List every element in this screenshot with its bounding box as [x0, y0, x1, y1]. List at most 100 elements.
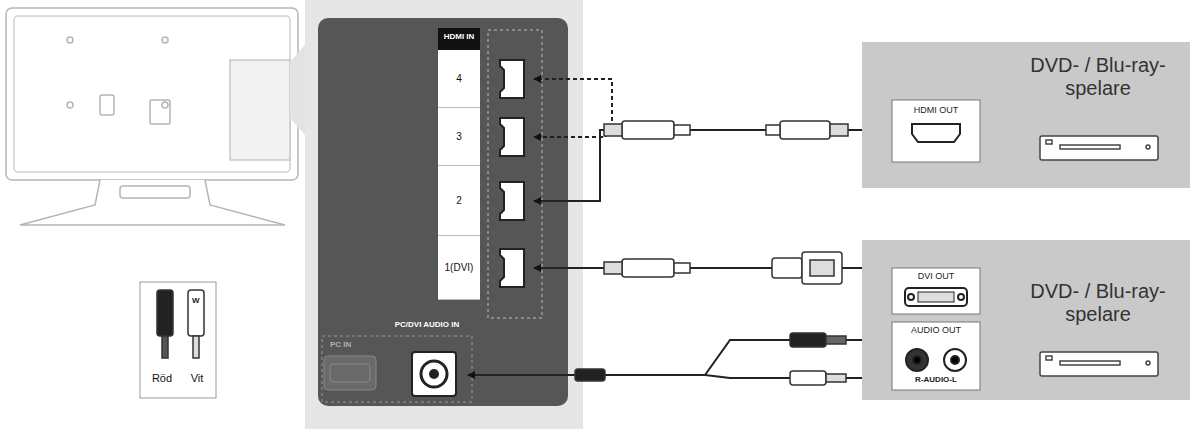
audio-input: PC/DVI AUDIO IN [385, 316, 468, 400]
rca-plug [790, 333, 826, 347]
connector-panel [438, 28, 480, 300]
legend-plug [162, 336, 168, 358]
connector-label: HDMI OUT [894, 105, 978, 115]
tv-back-outline [14, 16, 290, 172]
player-box: HDMI OUT DVD- / Blu-ray-spelare [862, 42, 1190, 188]
hdmi-plug [780, 121, 830, 139]
port-column: HDMI IN 4321(DVI) [438, 28, 534, 300]
rca-plug [575, 333, 846, 385]
dvi-plug [802, 252, 842, 284]
connector-panel [421, 361, 447, 387]
connector-label: DVD- / Blu-ray-spelare [1010, 280, 1186, 326]
connector-label: PC/DVI AUDIO IN [391, 320, 463, 329]
tv-back-outline [6, 8, 298, 180]
port-header: HDMI IN [438, 32, 480, 41]
connector-panel [318, 18, 568, 406]
hdmi-plug [830, 124, 848, 136]
plug-letter: W [192, 297, 200, 306]
legend-plug [193, 336, 199, 358]
tv-back-outline [20, 180, 285, 225]
player-icon [1146, 145, 1150, 149]
hdmi-plug [604, 262, 622, 274]
player-icon [1040, 136, 1158, 160]
connector-label: DVD- / Blu-ray-spelare [1010, 54, 1186, 100]
player-panel [862, 240, 1190, 400]
connector-panel [412, 352, 456, 396]
player-icon [1060, 145, 1120, 149]
player-panel [892, 268, 980, 314]
legend-text: Vit [180, 372, 214, 384]
tv-back-outline [67, 37, 73, 43]
connector-label: R-AUDIO-L [894, 375, 978, 384]
player-icon [1040, 136, 1158, 376]
tv-back-outline [162, 37, 168, 43]
hdmi-plug [766, 125, 780, 135]
connector-panel [488, 30, 542, 318]
tv-back-outline [150, 100, 170, 124]
player-panel [862, 42, 1190, 400]
device-port [958, 294, 964, 300]
player-icon [1060, 361, 1120, 365]
device-port [918, 292, 954, 302]
connector-panel [438, 28, 480, 50]
legend-box [140, 282, 216, 398]
tv-back-outline [67, 102, 73, 108]
device-port [908, 294, 914, 300]
player-panel [892, 100, 980, 162]
tv-back-outline [230, 60, 290, 160]
legend-plug [157, 290, 204, 358]
hdmi-plug [622, 121, 674, 139]
hdmi-port [500, 60, 524, 287]
rca-plug [575, 369, 605, 381]
hdmi-port-cell: 2 [438, 166, 534, 236]
port-number: 2 [438, 166, 480, 236]
connector-panel [305, 0, 583, 429]
dvi-plug [772, 252, 842, 284]
tv-back-outline [100, 95, 114, 115]
player-icon [1040, 352, 1158, 376]
player-icon [1146, 361, 1150, 365]
legend-text: Röd [145, 372, 179, 384]
connector-label: AUDIO OUT [894, 325, 978, 335]
dvi-plug [810, 260, 834, 276]
device-port [912, 124, 960, 142]
connector-panel [429, 369, 439, 379]
device-port [944, 349, 966, 371]
player-icon [1046, 140, 1052, 144]
rca-plug [826, 336, 846, 344]
device-port [906, 349, 928, 371]
connector-panel [324, 356, 376, 390]
legend-plug [188, 290, 204, 336]
hdmi-port [500, 60, 524, 98]
legend-box [140, 282, 216, 398]
dvi-plug [772, 258, 802, 278]
port-number: 4 [438, 50, 480, 108]
connector-panel [322, 336, 472, 402]
cable [534, 130, 862, 201]
player-icon [1046, 356, 1052, 360]
tv-back-outline [6, 8, 298, 225]
port-number: 3 [438, 108, 480, 166]
connector-panel [330, 364, 370, 382]
player-panel [892, 322, 980, 390]
player-box: DVI OUTAUDIO OUTR-AUDIO-LDVD- / Blu-ray-… [862, 240, 1190, 400]
device-port [951, 356, 959, 364]
hdmi-port-cell: 3 [438, 108, 534, 166]
hdmi-plug [622, 259, 674, 277]
rca-plug [826, 374, 846, 382]
connector-panel [305, 0, 583, 429]
port-label: PC IN [330, 341, 351, 350]
player-panel [862, 42, 1190, 188]
tv-back-outline [120, 186, 190, 198]
hdmi-port [500, 249, 524, 287]
device-port [905, 288, 967, 306]
hdmi-plug [604, 124, 622, 136]
legend-plug [157, 290, 173, 336]
hdmi-port-cell: 1(DVI) [438, 236, 534, 300]
port-number: 1(DVI) [438, 236, 480, 300]
tv-back-outline [162, 102, 168, 108]
